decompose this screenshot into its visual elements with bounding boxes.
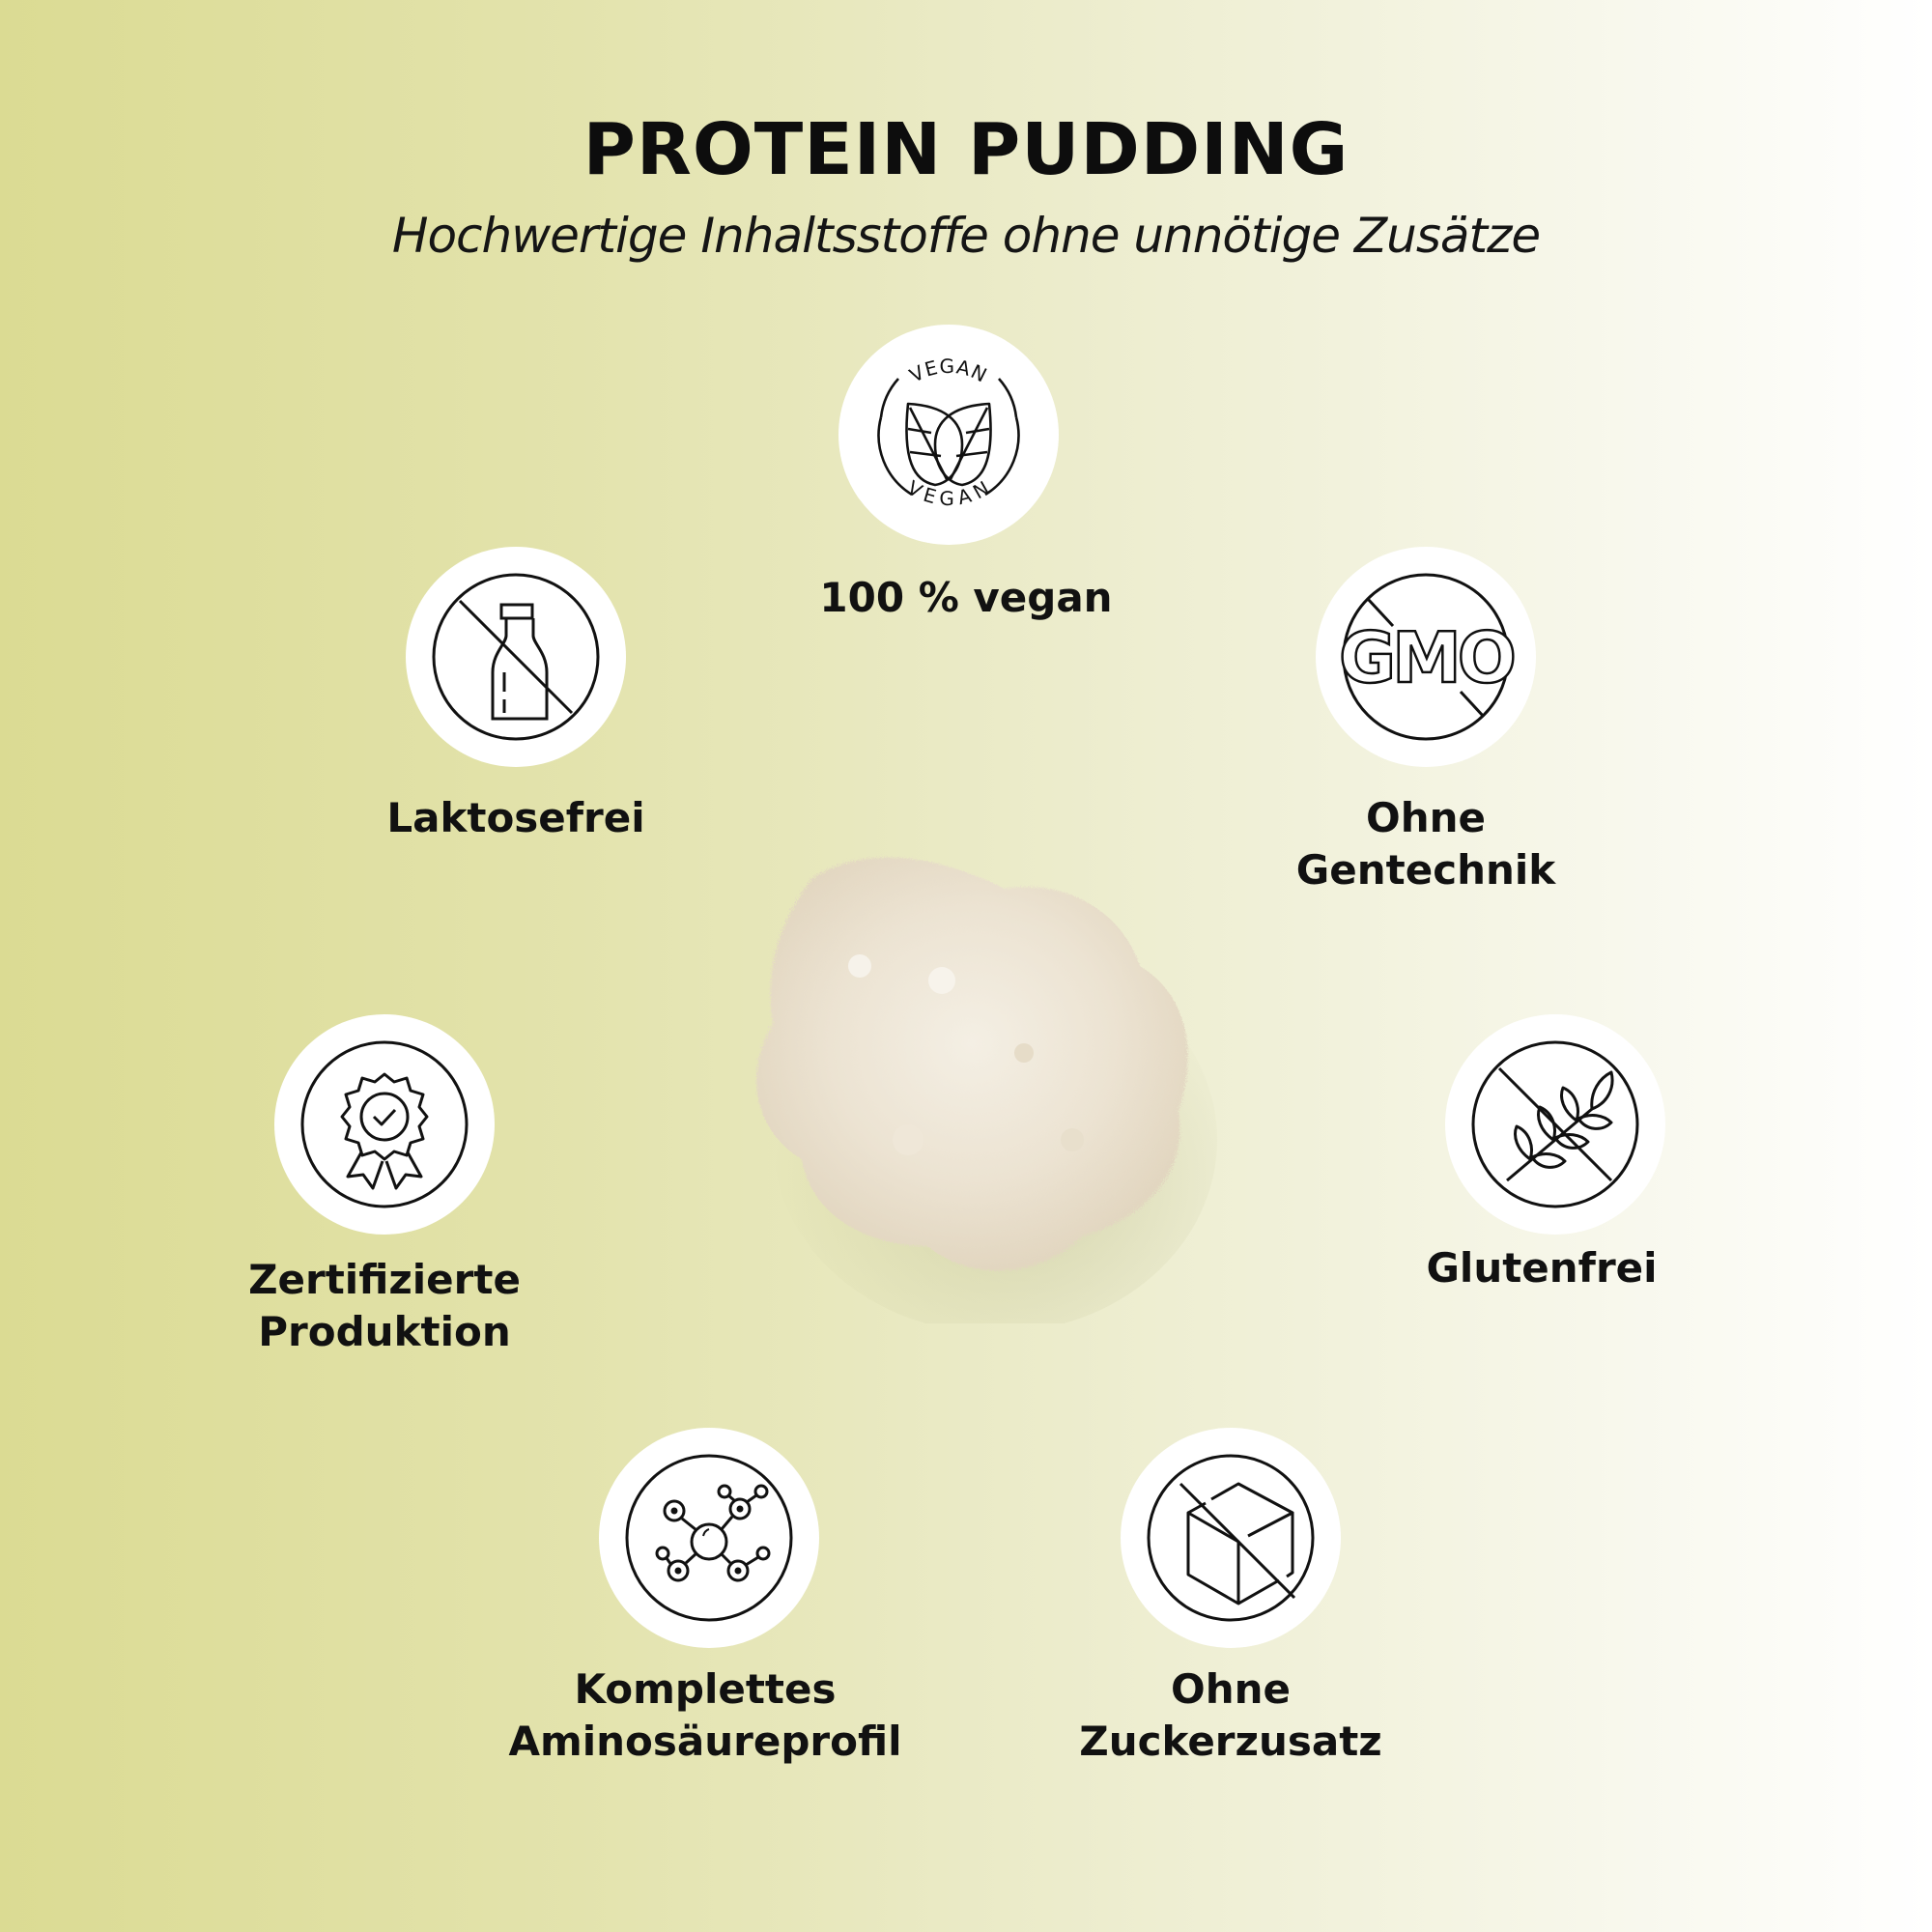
svg-text:VEGAN: VEGAN [906,355,992,387]
protein-powder-image [756,857,1217,1323]
certified-award-icon [300,1040,469,1208]
feature-label-certified: Zertifizierte Produktion [248,1256,521,1355]
feature-badge-sugar [1121,1428,1341,1648]
feature-badge-gmo: GMO [1316,547,1536,767]
feature-label-gmo: Ohne Gentechnik [1295,794,1556,894]
no-gmo-icon: GMO [1338,573,1519,741]
no-sugar-cube-icon [1147,1454,1315,1622]
feature-badge-vegan: VEGAN VEGAN [838,325,1059,545]
feature-label-vegan: 100 % vegan [819,574,1113,621]
svg-text:GMO: GMO [1339,617,1514,698]
feature-badge-certified [274,1014,495,1235]
feature-badge-lactose [406,547,626,767]
feature-badge-amino [599,1428,819,1648]
feature-label-amino: Komplettes Aminosäureprofil [508,1665,902,1765]
svg-text:VEGAN: VEGAN [903,476,994,510]
feature-label-gluten: Glutenfrei [1426,1244,1658,1292]
no-wheat-icon [1471,1040,1639,1208]
feature-label-sugar: Ohne Zuckerzusatz [1079,1665,1382,1765]
page-title: PROTEIN PUDDING [582,108,1350,191]
no-milk-bottle-icon [432,573,600,741]
vegan-leaves-icon: VEGAN VEGAN [877,355,1020,510]
page-subtitle: Hochwertige Inhaltsstoffe ohne unnötige … [391,208,1541,264]
feature-badge-gluten [1445,1014,1665,1235]
feature-label-lactose: Laktosefrei [386,794,645,841]
molecule-icon [625,1454,793,1622]
